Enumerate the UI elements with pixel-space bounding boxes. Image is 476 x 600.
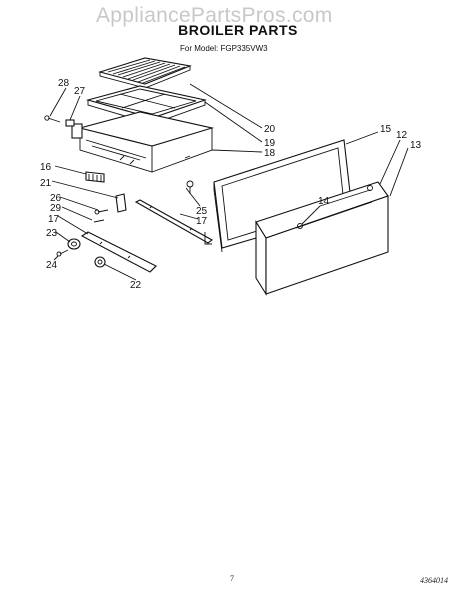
callout-25: 25 [196,206,208,217]
broiler-grid [98,57,192,89]
callout-29: 29 [50,203,62,214]
diagram-title: BROILER PARTS [178,22,298,38]
callout-13: 13 [410,140,422,151]
drawer-inner-panel [255,181,389,296]
callout-22: 22 [130,280,142,291]
leader-lines [49,83,409,281]
callout-21: 21 [40,178,52,189]
callout-28: 28 [58,78,70,89]
screw-26 [94,209,109,215]
roller-23 [67,238,81,250]
screw-28 [44,115,61,123]
callout-15: 15 [380,124,392,135]
callout-18: 18 [264,148,276,159]
screw-24 [56,249,69,257]
callout-17-right: 17 [196,216,208,227]
callout-27: 27 [74,86,86,97]
callout-14: 14 [318,196,330,207]
document-number: 4364014 [420,576,448,585]
model-line: For Model: FGP335VW3 [180,44,268,53]
screw-29 [93,219,105,223]
callout-26: 26 [50,193,62,204]
page-number: 7 [230,574,234,583]
igniter-16 [85,171,105,183]
callout-24: 24 [46,260,58,271]
watermark: AppliancePartsPros.com [96,4,333,27]
broiler-pan [85,85,208,125]
broiler-drawer [71,111,215,194]
callout-labels: 28 27 16 21 26 29 17 23 24 20 19 18 25 1… [40,78,422,291]
callout-16: 16 [40,162,52,173]
rail-22-lower [80,231,157,273]
bracket-21 [115,193,127,213]
callout-17-left: 17 [48,214,60,225]
roller-22 [94,256,106,268]
callout-23: 23 [46,228,58,239]
callout-19: 19 [264,138,276,149]
clip-27 [65,119,75,127]
callout-12: 12 [396,130,408,141]
callout-20: 20 [264,124,276,135]
rail-17-upper [134,199,214,245]
